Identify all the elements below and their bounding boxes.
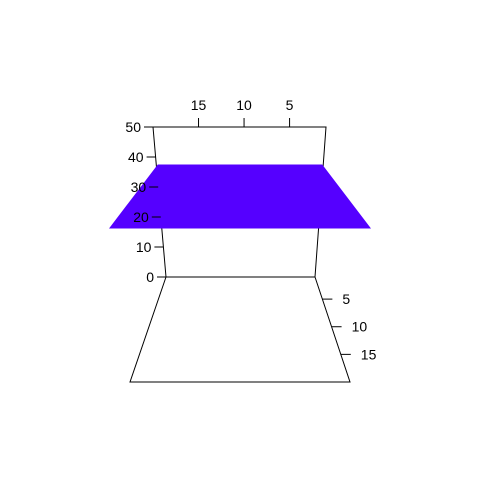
plot-box-front (129, 276, 351, 383)
y-tick-label: 15 (361, 346, 377, 362)
z-tick-label: 50 (125, 119, 141, 135)
z-tick-label: 30 (131, 179, 147, 195)
z-tick-label: 20 (133, 209, 149, 225)
y-axis: 510 15 (322, 291, 377, 362)
y-tick-label: 10 (352, 319, 368, 335)
surface-plane (108, 164, 372, 229)
box-floor (129, 276, 351, 383)
x-tick-label: 10 (236, 97, 252, 113)
z-tick-label: 40 (128, 149, 144, 165)
x-tick-label: 15 (191, 97, 207, 113)
z-tick-label: 10 (136, 239, 152, 255)
y-tick-label: 5 (342, 291, 350, 307)
z-tick-label: 0 (146, 269, 154, 285)
surface-layer (108, 164, 372, 229)
x-tick-label: 5 (286, 97, 294, 113)
z-axis: 0 10 20 30 40 50 (125, 119, 166, 285)
x-axis: 5 10 15 (191, 97, 294, 127)
